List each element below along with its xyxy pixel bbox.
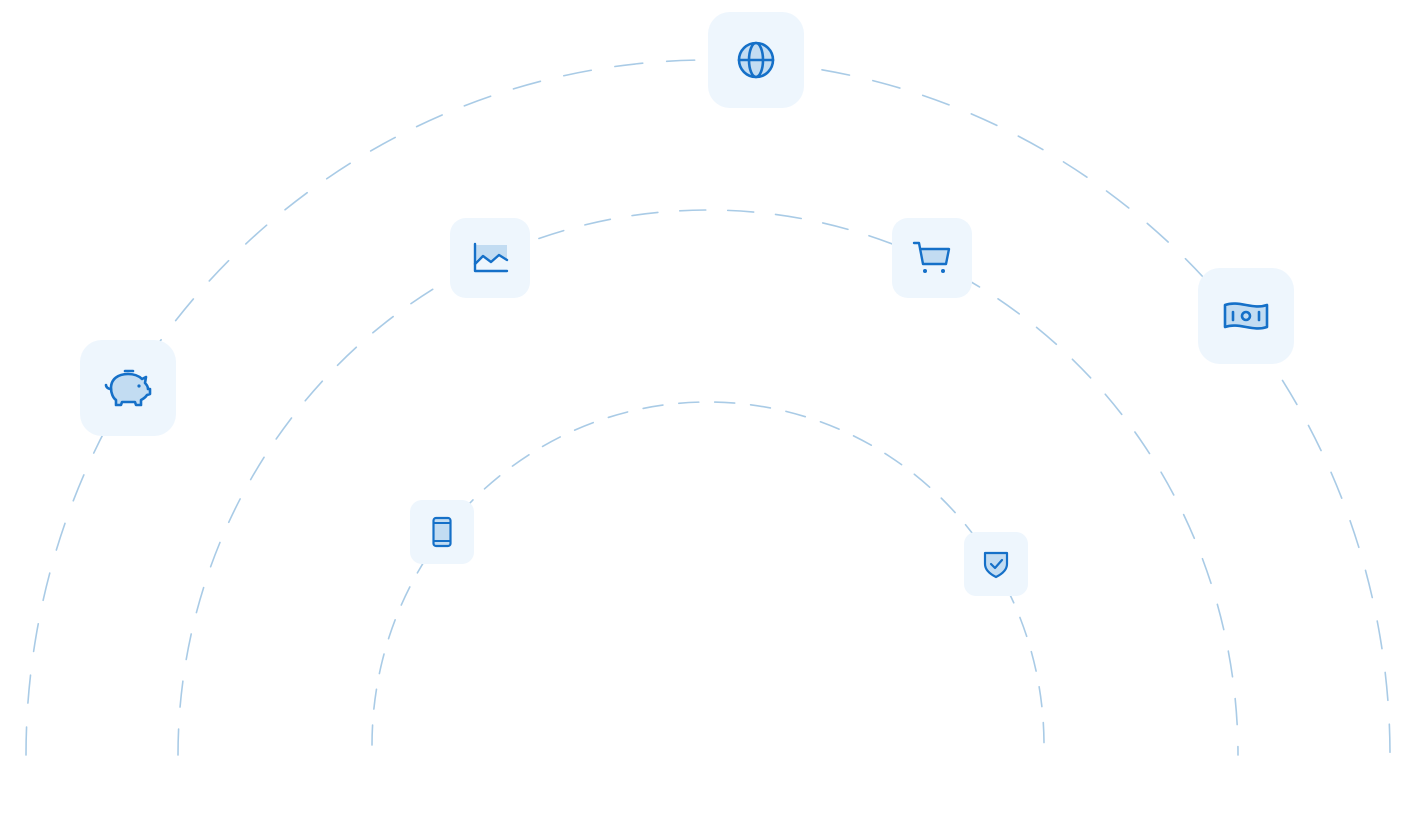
middle-ring — [177, 209, 1239, 756]
piggy-bank-icon-fill — [111, 374, 150, 405]
chart-line-icon-axes — [473, 242, 509, 273]
shield-check-icon-fill — [985, 553, 1007, 577]
shopping-cart-icon-outline — [912, 241, 951, 266]
piggy-bank-icon-tail — [104, 383, 113, 391]
outer-ring — [25, 59, 1391, 756]
phone-tile[interactable] — [410, 500, 474, 564]
shield-tile[interactable] — [964, 532, 1028, 596]
cart-tile[interactable] — [892, 218, 972, 298]
globe-tile[interactable] — [708, 12, 804, 108]
inner-ring — [371, 401, 1045, 746]
chart-line-icon-fill — [475, 245, 507, 261]
piggy-bank-icon-outline — [109, 372, 152, 407]
banknote-icon-fill — [1225, 303, 1267, 329]
shopping-cart-icon-left-wheel — [923, 269, 927, 273]
chart-tile[interactable] — [450, 218, 530, 298]
piggy-bank-tile[interactable] — [80, 340, 176, 436]
smartphone-icon — [432, 516, 452, 548]
banknote-icon — [1223, 302, 1269, 330]
banknote-tile[interactable] — [1198, 268, 1294, 364]
chart-line-icon-line — [473, 253, 509, 266]
smartphone-icon-fill — [433, 518, 451, 546]
shield-check-icon-check — [989, 558, 1004, 570]
chart-line-icon — [473, 242, 509, 273]
smartphone-icon-outline — [432, 516, 452, 548]
banknote-icon-outline — [1223, 302, 1269, 330]
piggy-bank-icon — [104, 369, 152, 407]
shopping-cart-icon-right-wheel — [941, 269, 945, 273]
shield-check-icon-outline — [983, 551, 1009, 579]
piggy-bank-icon-eye — [137, 384, 141, 388]
shopping-cart-icon — [912, 241, 951, 273]
banknote-icon-center — [1240, 310, 1252, 322]
shield-check-icon — [983, 551, 1009, 579]
globe-icon — [737, 41, 775, 79]
shopping-cart-icon-fill — [920, 249, 949, 264]
